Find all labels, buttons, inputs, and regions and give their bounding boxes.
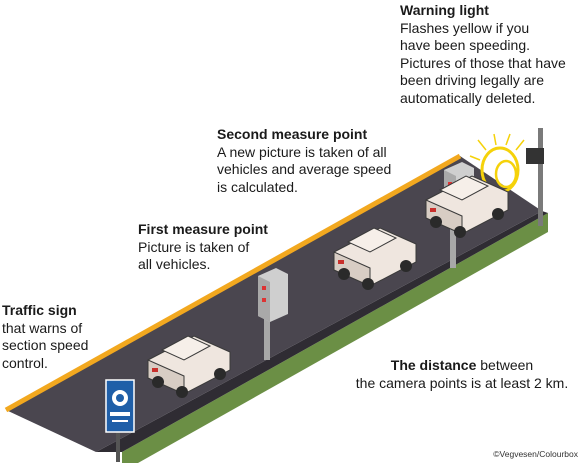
distance-rest: between — [476, 357, 534, 373]
second-measure-caption: Second measure point A new picture is ta… — [217, 126, 391, 196]
warning-light-line: Pictures of those that have — [400, 54, 566, 71]
road-edge-line — [4, 153, 462, 413]
traffic-sign-caption: Traffic sign that warns of section speed… — [2, 302, 88, 372]
distance-bracket — [285, 275, 481, 387]
traffic-sign-line: that warns of — [2, 319, 83, 336]
cars — [147, 175, 509, 398]
traffic-sign-icon — [105, 379, 135, 462]
grass-verge — [122, 213, 548, 463]
second-measure-line: is calculated. — [217, 178, 298, 195]
traffic-sign-line: control. — [2, 354, 48, 371]
warning-light-line: have been speeding. — [400, 37, 530, 53]
warning-light-line: automatically deleted. — [400, 89, 536, 106]
image-credit: ©Vegvesen/Colourbox — [493, 449, 578, 459]
second-measure-line: vehicles and average speed — [217, 161, 392, 177]
distance-caption: The distance between the camera points i… — [340, 357, 584, 392]
warning-light-line: been driving legally are — [400, 72, 544, 88]
warning-light-icon — [469, 128, 544, 226]
warning-light-title: Warning light — [400, 2, 489, 18]
distance-bold: The distance — [390, 357, 477, 373]
first-camera-icon — [258, 268, 288, 360]
car-icon — [147, 335, 231, 398]
warning-light-line: Flashes yellow if you — [400, 19, 530, 36]
warning-light-caption: Warning light Flashes yellow if you have… — [400, 2, 566, 107]
first-measure-line: Picture is taken of — [138, 238, 250, 255]
first-measure-title: First measure point — [138, 221, 268, 237]
road-side — [96, 211, 548, 452]
first-measure-line: all vehicles. — [138, 256, 211, 272]
traffic-sign-title: Traffic sign — [2, 302, 77, 318]
traffic-sign-line: section speed — [2, 337, 89, 353]
second-measure-line: A new picture is taken of all — [217, 143, 387, 160]
car-icon — [333, 227, 417, 290]
car-icon — [425, 175, 509, 238]
second-measure-title: Second measure point — [217, 126, 368, 142]
distance-line2: the camera points is at least 2 km. — [355, 374, 569, 391]
first-measure-caption: First measure point Picture is taken of … — [138, 221, 268, 274]
